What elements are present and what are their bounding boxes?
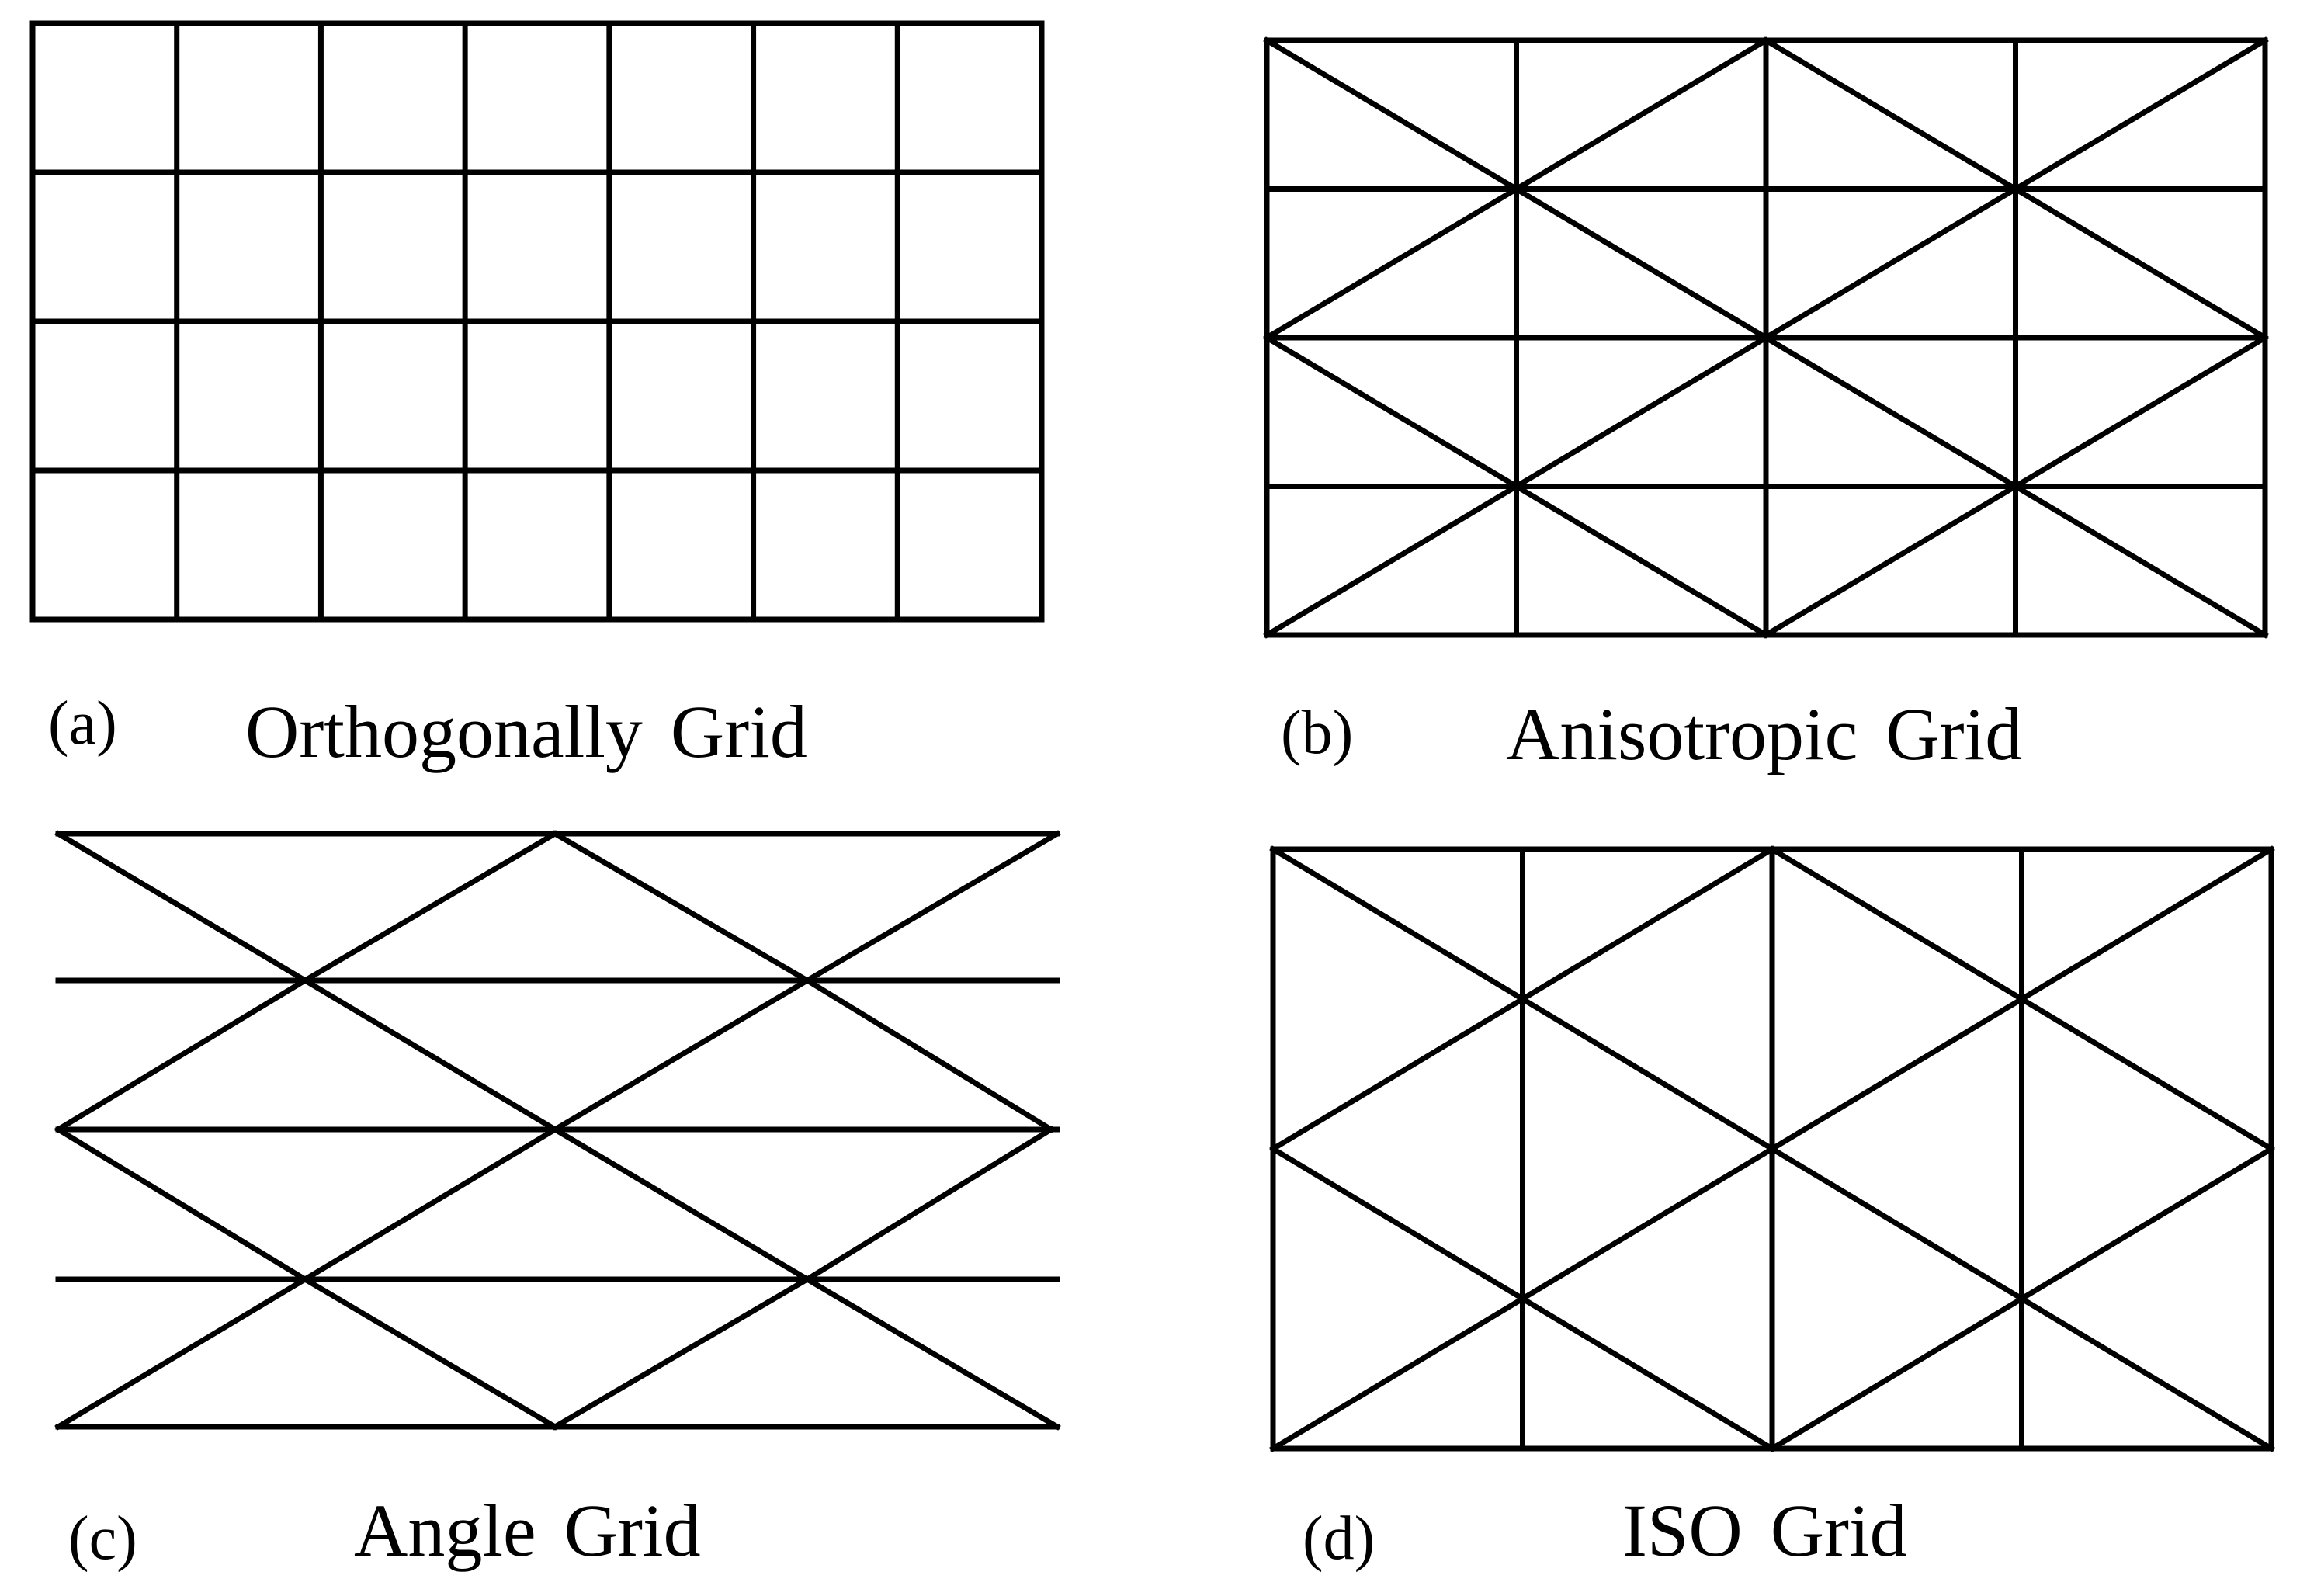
diagonal-grid-line <box>301 830 559 984</box>
orthogonal-grid-panel <box>29 20 1045 623</box>
diagonal-grid-line <box>803 1126 1055 1283</box>
angle-grid-panel <box>54 830 1061 1431</box>
diagonal-grid-line <box>1768 845 2026 1003</box>
diagonal-grid-line <box>54 1275 309 1431</box>
diagonal-grid-line <box>2011 334 2269 491</box>
panel-b-title: Anisotropic Grid <box>1506 692 2023 775</box>
diagonal-grid-line <box>1768 1145 2026 1303</box>
diagonal-grid-line <box>1512 185 1770 342</box>
diagonal-grid-line <box>2017 845 2275 1003</box>
panel-c-title: Angle Grid <box>354 1489 701 1572</box>
diagonal-grid-line <box>2017 995 2275 1153</box>
panel-d-title: ISO Grid <box>1622 1489 1907 1572</box>
panel-b-letter: (b) <box>1281 699 1354 767</box>
diagonal-grid-line <box>1762 36 2020 193</box>
diagonal-grid-line <box>301 1275 559 1431</box>
diagonal-grid-line <box>1269 995 1527 1153</box>
diagonal-grid-line <box>1269 1295 1527 1452</box>
diagonal-grid-line <box>1762 185 2020 342</box>
diagonal-grid-line <box>1269 1145 1527 1303</box>
diagonal-grid-line <box>551 1275 811 1431</box>
diagonal-grid-line <box>1263 36 1521 193</box>
diagonal-grid-line <box>1263 482 1521 639</box>
diagonal-grid-line <box>1518 1295 1776 1452</box>
diagonal-grid-line <box>1263 185 1521 342</box>
diagonal-grid-line <box>2017 1145 2275 1303</box>
diagonal-grid-line <box>2017 1295 2275 1452</box>
diagonal-grid-line <box>54 1126 309 1283</box>
diagonal-grid-line <box>1518 1145 1776 1303</box>
diagonal-grid-line <box>803 977 1055 1133</box>
diagonal-grid-line <box>301 1126 559 1283</box>
diagonal-grid-line <box>551 1126 811 1283</box>
diagonal-grid-line <box>1518 995 1776 1153</box>
diagonal-grid-line <box>2011 36 2269 193</box>
diagonal-grid-line <box>1512 334 1770 491</box>
anisotropic-grid-panel <box>1263 36 2269 639</box>
diagonal-grid-line <box>2011 482 2269 639</box>
diagonal-grid-line <box>1768 1295 2026 1452</box>
diagonal-grid-line <box>1512 36 1770 193</box>
diagonal-grid-line <box>1512 482 1770 639</box>
diagonal-grid-line <box>803 830 1061 984</box>
diagonal-grid-line <box>54 830 309 984</box>
diagonal-grid-line <box>2011 185 2269 342</box>
diagonal-grid-line <box>301 977 559 1133</box>
panel-a-title: Orthogonally Grid <box>245 690 807 773</box>
diagonal-grid-line <box>1762 482 2020 639</box>
panel-a-letter: (a) <box>48 689 117 758</box>
diagonal-grid-line <box>54 977 309 1133</box>
diagonal-grid-line <box>1269 845 1527 1003</box>
diagonal-grid-line <box>1768 995 2026 1153</box>
diagonal-grid-line <box>1762 334 2020 491</box>
panel-c-letter: (c) <box>68 1504 137 1573</box>
diagonal-grid-line <box>551 830 811 984</box>
diagonal-grid-line <box>1518 845 1776 1003</box>
diagonal-grid-line <box>1263 334 1521 491</box>
diagonal-grid-line <box>551 977 811 1133</box>
panel-d-letter: (d) <box>1303 1504 1375 1573</box>
iso-grid-panel <box>1269 845 2275 1452</box>
diagonal-grid-line <box>803 1275 1061 1431</box>
